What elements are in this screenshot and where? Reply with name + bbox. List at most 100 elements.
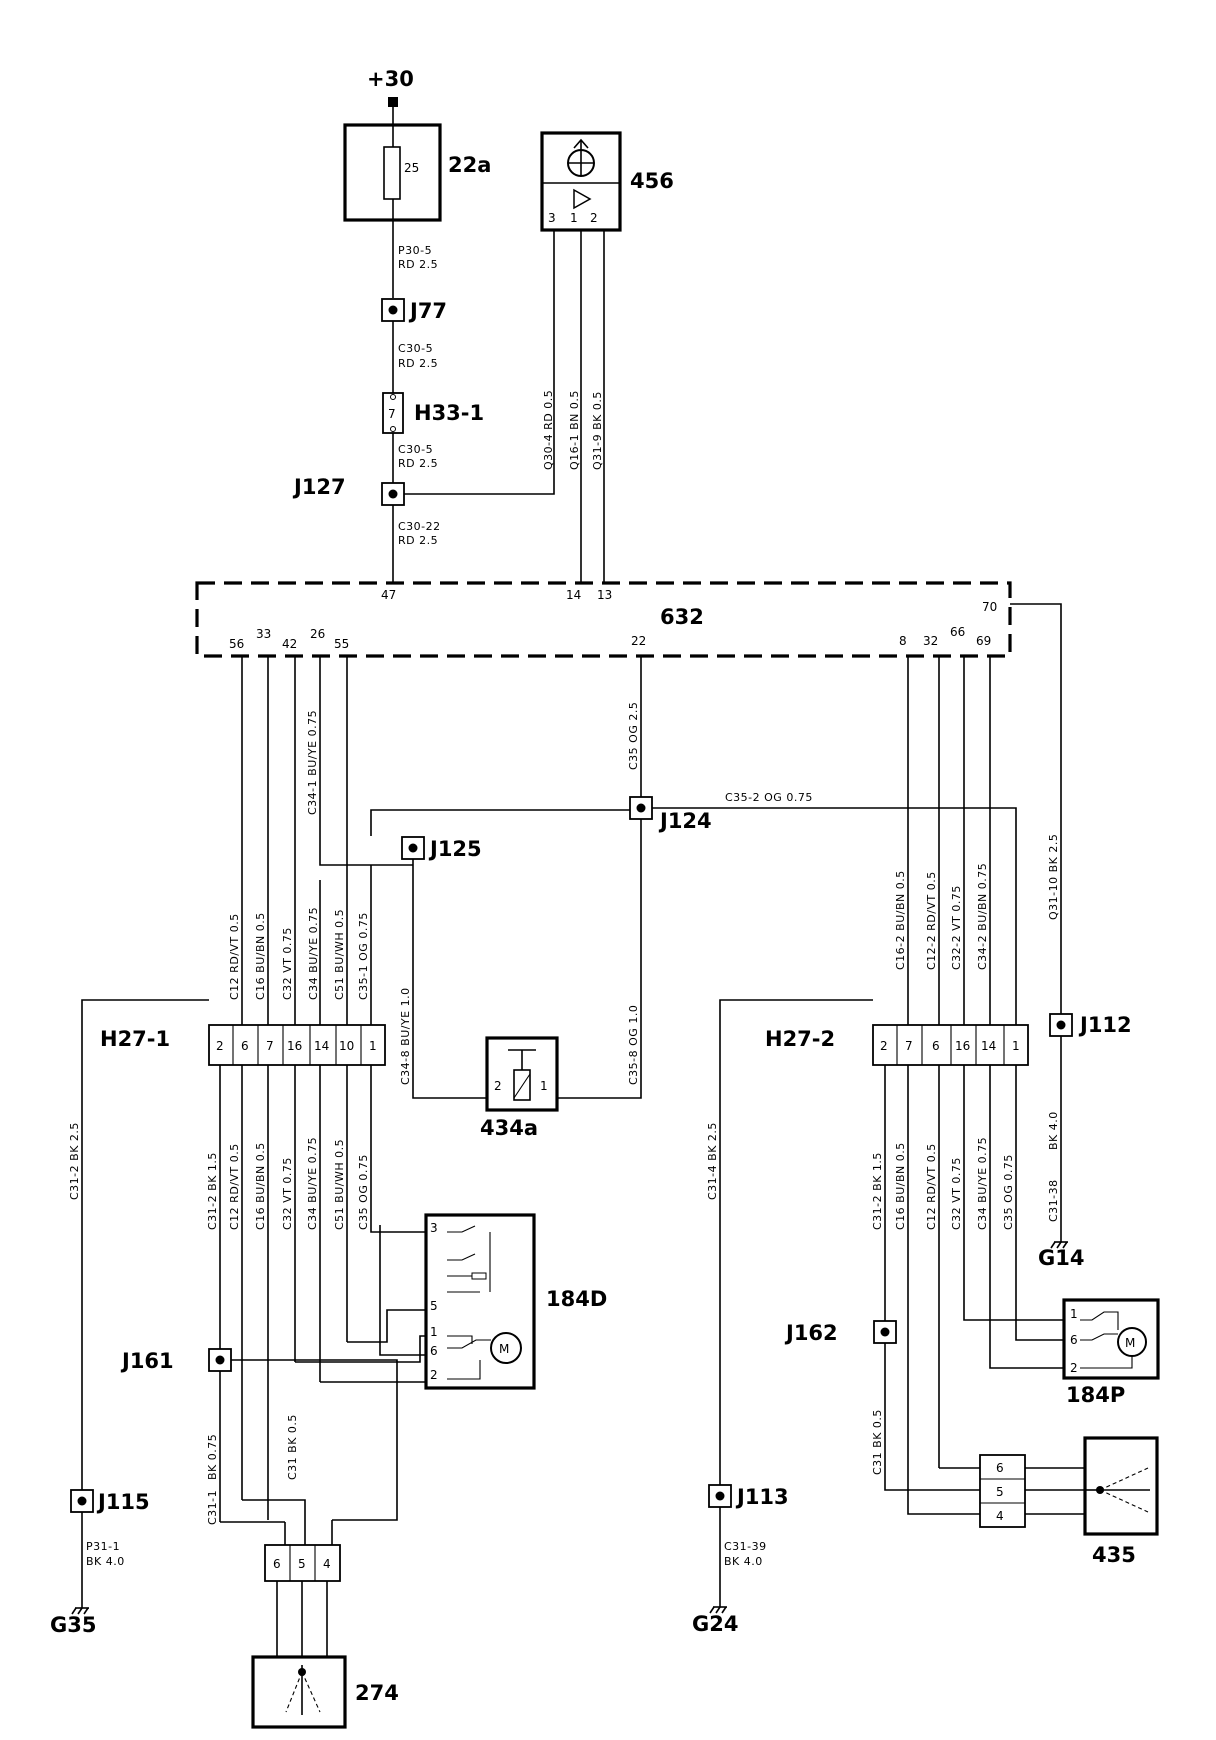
h27-2-pin-14: 14 (981, 1039, 996, 1053)
label-g35: G35 (50, 1613, 96, 1637)
wire-label-c31-39: C31-39 (724, 1540, 767, 1553)
wire-label-h272b-c31-2: C31-2 BK 1.5 (871, 1152, 884, 1230)
wire-label-h272b-c34: C34 BU/YE 0.75 (976, 1137, 989, 1230)
connector-h27-1 (208, 1024, 386, 1066)
connector-h27-2 (872, 1024, 1029, 1066)
wire-label-p30-5-spec: RD 2.5 (398, 258, 438, 271)
184d-pin-5: 5 (430, 1299, 438, 1313)
wire-label-h271-c16: C16 BU/BN 0.5 (254, 912, 267, 1000)
184p-pin-1: 1 (1070, 1307, 1078, 1321)
wire-label-c12-2: C12-2 RD/VT 0.5 (925, 871, 938, 970)
wire-label-h271b-c12: C12 RD/VT 0.5 (228, 1143, 241, 1230)
274-conn-pin-4: 4 (323, 1557, 331, 1571)
wire-label-h271b-c32: C32 VT 0.75 (281, 1157, 294, 1230)
solenoid-icon (513, 1069, 531, 1101)
label-184p: 184P (1066, 1383, 1125, 1407)
632-pin-66: 66 (950, 625, 965, 639)
184d-pin-3: 3 (430, 1221, 438, 1235)
fuse-value: 25 (404, 161, 419, 175)
h27-1-pin-6: 6 (241, 1039, 249, 1053)
wire-label-c35-2: C35-2 OG 0.75 (725, 791, 813, 804)
component-435 (1083, 1436, 1159, 1536)
label-j124: J124 (658, 809, 712, 833)
632-pin-69: 69 (976, 634, 991, 648)
h27-2-pin-2: 2 (880, 1039, 888, 1053)
wire-label-p31-1: P31-1 (86, 1540, 120, 1553)
wire-label-q16-1: Q16-1 BN 0.5 (568, 390, 581, 470)
456-pin-3: 3 (548, 211, 556, 225)
wire-label-c31-1: C31-1 (206, 1490, 219, 1525)
wire-label-q31-9: Q31-9 BK 0.5 (591, 391, 604, 470)
632-pin-56: 56 (229, 637, 244, 651)
184d-pin-1: 1 (430, 1325, 438, 1339)
632-pin-22: 22 (631, 634, 646, 648)
wire-label-c31-bk05-left: C31 BK 0.5 (286, 1414, 299, 1480)
motor-184d-icon (490, 1332, 522, 1364)
wire-label-c30-5a-spec: RD 2.5 (398, 357, 438, 370)
label-456: 456 (630, 169, 674, 193)
label-j112: J112 (1078, 1013, 1132, 1037)
wire-label-c16-2: C16-2 BU/BN 0.5 (894, 870, 907, 970)
wire-label-c31-bk05-right: C31 BK 0.5 (871, 1409, 884, 1475)
label-434a: 434a (480, 1116, 538, 1140)
435-pin-6: 6 (996, 1461, 1004, 1475)
wire-label-p30-5: P30-5 (398, 244, 432, 257)
wire-label-h272b-c35: C35 OG 0.75 (1002, 1154, 1015, 1230)
h27-1-pin-16: 16 (287, 1039, 302, 1053)
switch-274-icon (285, 1665, 321, 1715)
184p-pin-6: 6 (1070, 1333, 1078, 1347)
amplifier-icon (573, 188, 592, 210)
switch-435-icon (1085, 1467, 1150, 1513)
184d-pin-6: 6 (430, 1344, 438, 1358)
435-pin-4: 4 (996, 1509, 1004, 1523)
wire-label-c31-2-left: C31-2 BK 2.5 (68, 1122, 81, 1200)
wire-label-c32-2: C32-2 VT 0.75 (950, 885, 963, 970)
fuse-symbol (383, 146, 401, 200)
wire-label-c34-8: C34-8 BU/YE 1.0 (399, 987, 412, 1085)
wire-label-c30-5b: C30-5 (398, 443, 433, 456)
435-pin-5: 5 (996, 1485, 1004, 1499)
connector-435 (979, 1454, 1026, 1528)
h27-1-pin-1: 1 (369, 1039, 377, 1053)
184d-pin-2: 2 (430, 1368, 438, 1382)
label-274: 274 (355, 1681, 399, 1705)
434a-pin-1: 1 (540, 1079, 548, 1093)
wire-label-h271-c32: C32 VT 0.75 (281, 927, 294, 1000)
wire-label-bk075: BK 0.75 (206, 1434, 219, 1480)
632-pin-55: 55 (334, 637, 349, 651)
switch-contacts-184d (447, 1225, 491, 1293)
label-j77: J77 (408, 299, 447, 323)
h27-1-pin-10: 10 (339, 1039, 354, 1053)
wire-label-c30-22-spec: RD 2.5 (398, 534, 438, 547)
274-conn-pin-6: 6 (273, 1557, 281, 1571)
h27-1-pin-2: 2 (216, 1039, 224, 1053)
wire-label-h272b-c32: C32 VT 0.75 (950, 1157, 963, 1230)
632-pin-47: 47 (381, 588, 396, 602)
ground-g24-icon (709, 1606, 727, 1614)
wire-label-h271b-c34: C34 BU/YE 0.75 (306, 1137, 319, 1230)
wire-label-h271b-c31-2: C31-2 BK 1.5 (206, 1152, 219, 1230)
label-22a: 22a (448, 153, 491, 177)
h27-1-pin-7: 7 (266, 1039, 274, 1053)
component-274 (251, 1655, 347, 1729)
wire-label-q31-10: Q31-10 BK 2.5 (1047, 834, 1060, 920)
motor-184d-label: M (499, 1342, 509, 1356)
label-g24: G24 (692, 1612, 738, 1636)
ground-g35-icon (71, 1607, 89, 1615)
456-pin-1: 1 (570, 211, 578, 225)
wire-label-h271-c12: C12 RD/VT 0.5 (228, 913, 241, 1000)
wire-label-c31-38: C31-38 (1047, 1179, 1060, 1222)
h27-2-pin-6: 6 (932, 1039, 940, 1053)
632-pin-70: 70 (982, 600, 997, 614)
wire-label-c34-1: C34-1 BU/YE 0.75 (306, 710, 319, 815)
wire-label-p31-1-spec: BK 4.0 (86, 1555, 125, 1568)
label-h33-1: H33-1 (414, 401, 484, 425)
wire-label-c31-4: C31-4 BK 2.5 (706, 1122, 719, 1200)
wire-label-c30-5a: C30-5 (398, 342, 433, 355)
wire-label-c35-8: C35-8 OG 1.0 (627, 1005, 640, 1085)
wire-label-c30-22: C30-22 (398, 520, 441, 533)
h27-2-pin-7: 7 (905, 1039, 913, 1053)
wire-label-h271-c35-1: C35-1 OG 0.75 (357, 912, 370, 1000)
wire-label-h271-c34: C34 BU/YE 0.75 (307, 907, 320, 1000)
